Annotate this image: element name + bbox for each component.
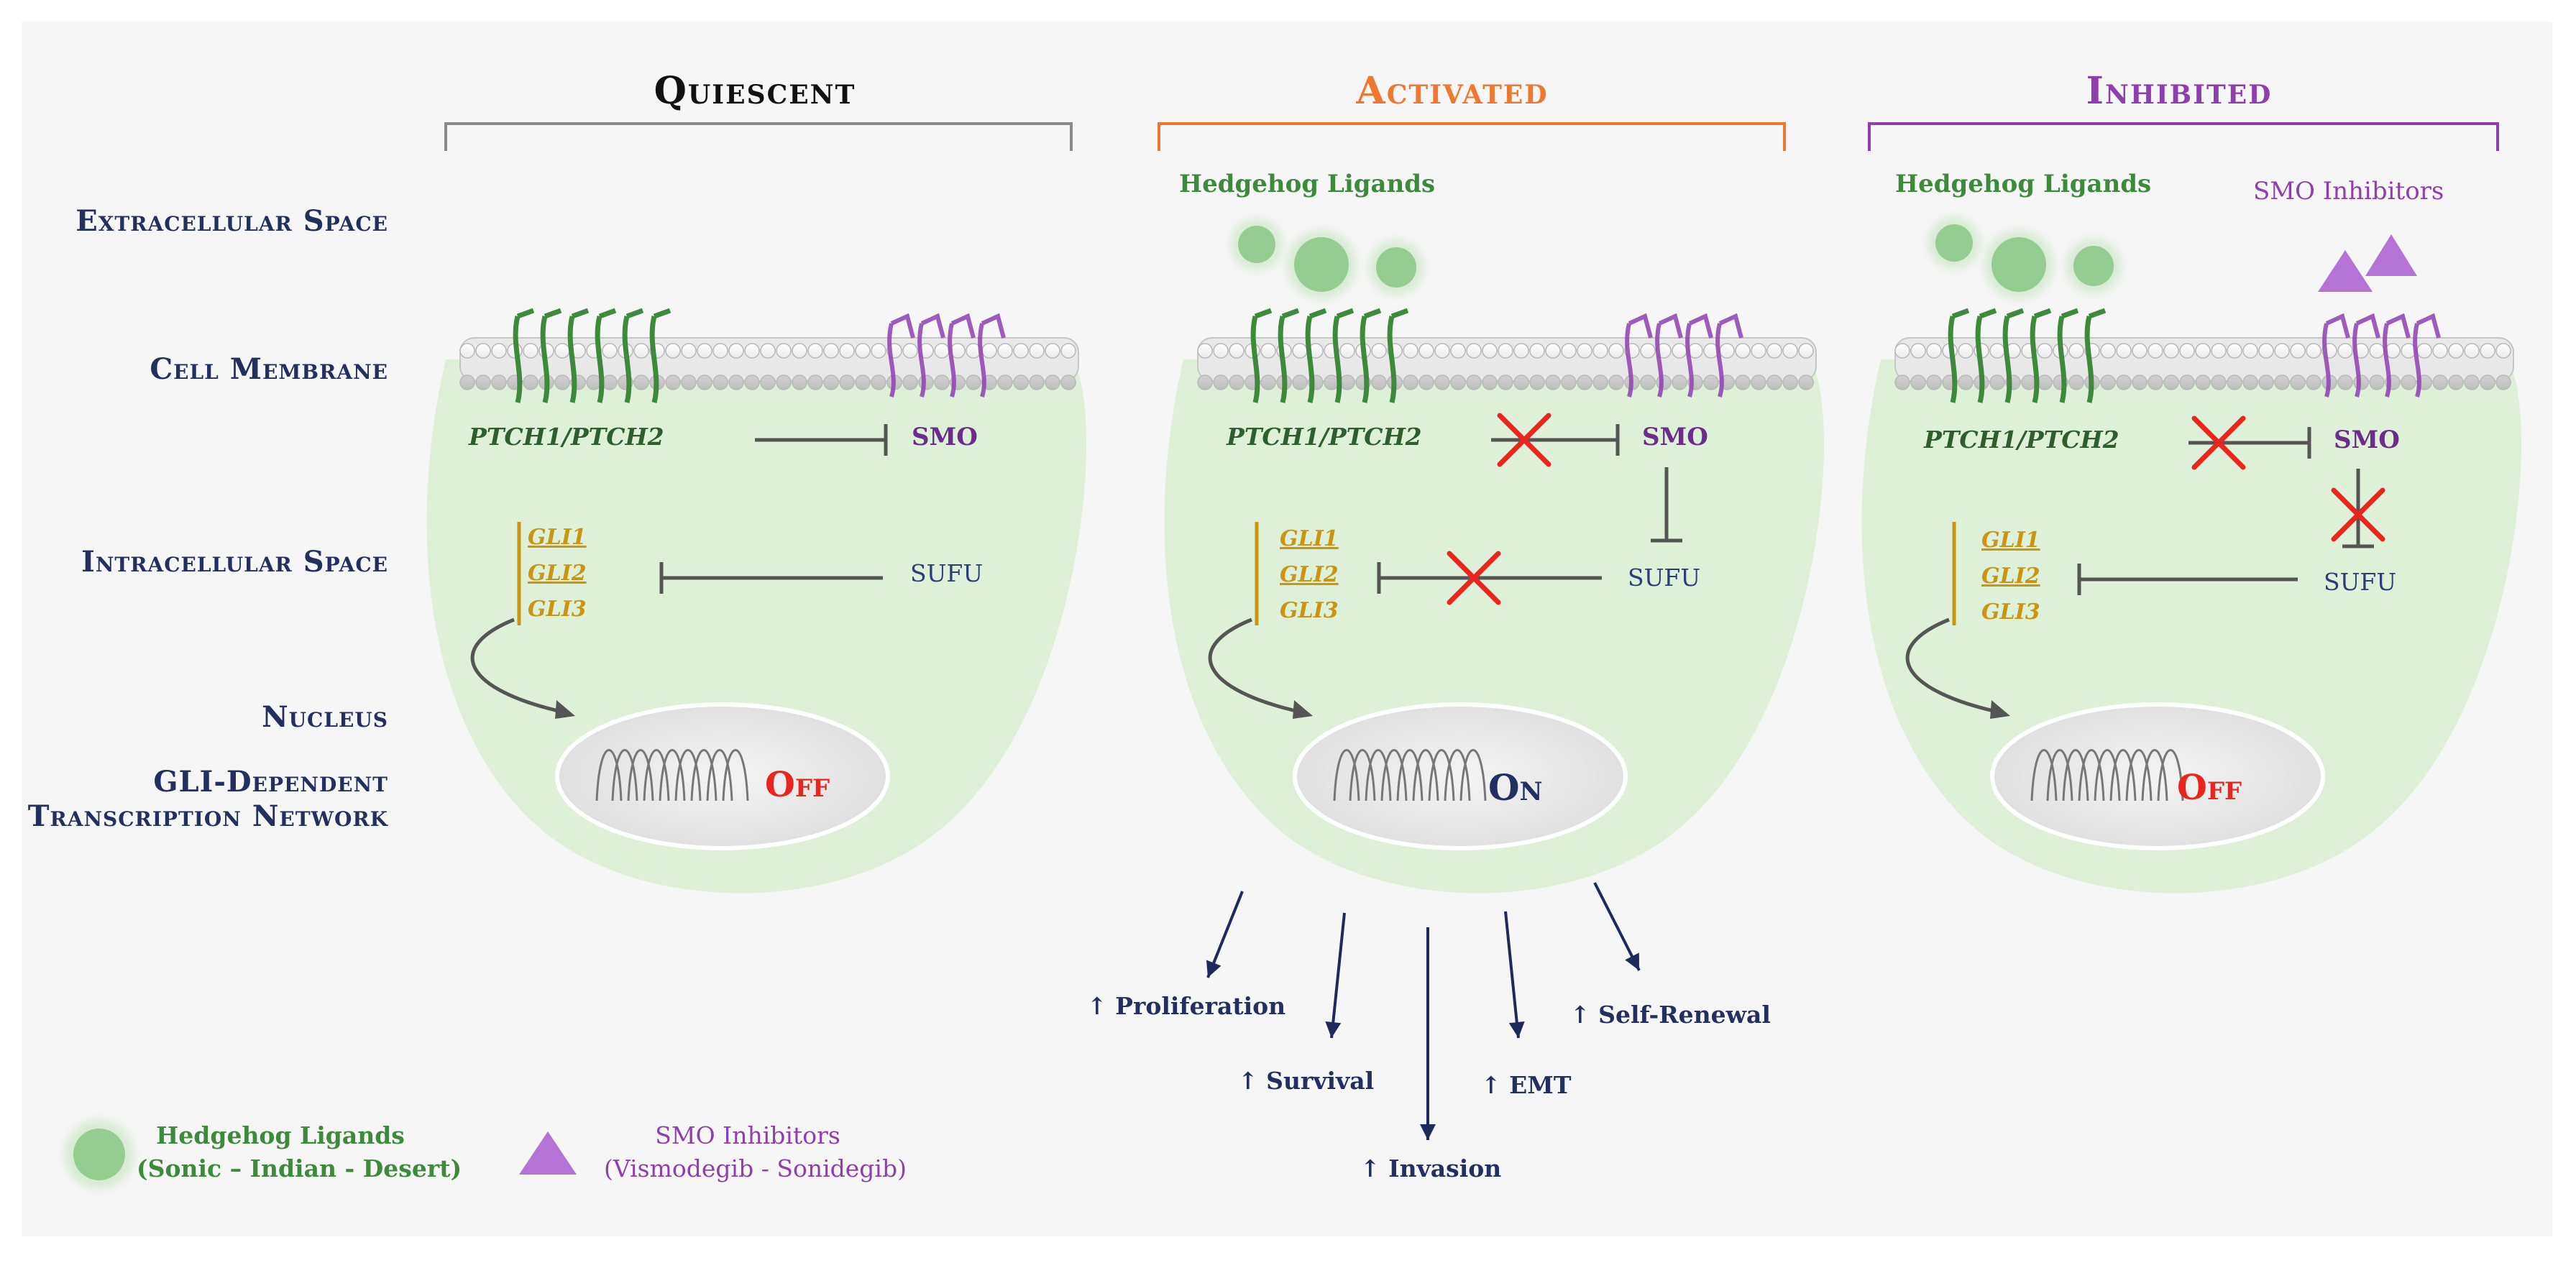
inhibited-gli1: GLI1 bbox=[1981, 528, 2040, 553]
legend-ligand-circle bbox=[73, 1129, 125, 1180]
inhibited-state-off: Off bbox=[2177, 768, 2242, 808]
inhibited-smo-inhibitors-label: SMO Inhibitors bbox=[2253, 177, 2444, 206]
outcome-self-renewal: ↑ Self-Renewal bbox=[1570, 1001, 1771, 1029]
quiescent-gli-to-nucleus-arrowhead bbox=[555, 700, 575, 719]
quiescent-bracket bbox=[444, 122, 1073, 151]
activated-smo-label: SMO bbox=[1642, 423, 1708, 451]
inhibited-ligand-0 bbox=[1935, 224, 1973, 262]
outcome-emt: ↑ EMT bbox=[1481, 1071, 1572, 1099]
quiescent-gli1: GLI1 bbox=[528, 525, 587, 550]
label-cell-membrane: Cell Membrane bbox=[150, 352, 388, 386]
inhibited-smo-label: SMO bbox=[2334, 426, 2400, 454]
label-intracellular-space: Intracellular Space bbox=[81, 545, 388, 579]
quiescent-ptch-label: PTCH1/PTCH2 bbox=[469, 423, 664, 451]
quiescent-gli-to-nucleus-arrow bbox=[470, 617, 569, 715]
activated-sufu-label: SUFU bbox=[1628, 564, 1701, 592]
activated-ptch-receptor bbox=[1250, 308, 1409, 403]
legend-inhibitor-triangle bbox=[519, 1131, 577, 1175]
activated-ligand-2 bbox=[1376, 247, 1416, 288]
activated-bracket bbox=[1158, 122, 1786, 151]
quiescent-nucleus bbox=[555, 702, 890, 850]
outcome-arrowhead-invasion bbox=[1420, 1124, 1436, 1140]
label-gli-network-line2: Transcription Network bbox=[27, 799, 388, 833]
inhibited-sufu-label: SUFU bbox=[2324, 568, 2397, 596]
activated-ptch-label: PTCH1/PTCH2 bbox=[1227, 423, 1422, 451]
outcome-proliferation: ↑ Proliferation bbox=[1087, 992, 1286, 1020]
activated-nucleus bbox=[1293, 702, 1628, 850]
label-gli-network-line1: GLI-Dependent bbox=[153, 765, 388, 799]
outcome-arrowhead-proliferation bbox=[1206, 960, 1221, 978]
activated-gli-to-nucleus-arrowhead bbox=[1293, 700, 1313, 719]
quiescent-ptch-receptor bbox=[513, 308, 671, 403]
inhibited-nucleus bbox=[1990, 702, 2325, 850]
label-nucleus: Nucleus bbox=[262, 700, 388, 734]
inhibited-gli2: GLI2 bbox=[1981, 564, 2040, 589]
activated-gli1: GLI1 bbox=[1280, 526, 1339, 551]
outcome-invasion: ↑ Invasion bbox=[1360, 1154, 1502, 1182]
legend-ligands-title: Hedgehog Ligands bbox=[156, 1121, 405, 1149]
inhibited-smo-receptor bbox=[2322, 313, 2441, 398]
legend-inhibitors-title: SMO Inhibitors bbox=[655, 1121, 840, 1149]
header-inhibited: Inhibited bbox=[2086, 69, 2273, 113]
outcome-arrowhead-emt bbox=[1508, 1021, 1525, 1038]
inhibited-gli-to-nucleus-arrowhead bbox=[1990, 700, 2010, 719]
quiescent-gli2: GLI2 bbox=[528, 561, 587, 586]
header-activated: Activated bbox=[1356, 69, 1549, 113]
inhibited-smo-block-x bbox=[2331, 487, 2385, 542]
label-extracellular-space: Extracellular Space bbox=[75, 204, 388, 238]
outcome-arrow-survival bbox=[1330, 912, 1346, 1039]
activated-state-on: On bbox=[1488, 766, 1543, 809]
activated-dna-helix bbox=[1333, 749, 1487, 801]
outcome-arrow-self-renewal bbox=[1593, 882, 1641, 971]
outcome-survival: ↑ Survival bbox=[1238, 1067, 1375, 1095]
inhibited-smo-inhibitor-1 bbox=[2365, 234, 2417, 276]
activated-ligand-0 bbox=[1238, 226, 1275, 263]
inhibited-ligand-1 bbox=[1991, 237, 2046, 292]
inhibited-ligands-label: Hedgehog Ligands bbox=[1895, 170, 2152, 198]
quiescent-state-off: Off bbox=[765, 765, 830, 805]
inhibited-dna-helix bbox=[2030, 749, 2184, 801]
inhibited-ptch-receptor bbox=[1948, 308, 2107, 403]
inhibited-smo-inhibitor-0 bbox=[2318, 250, 2373, 292]
inhibited-bracket bbox=[1868, 122, 2499, 151]
activated-gli-to-nucleus-arrow bbox=[1208, 617, 1306, 715]
outcome-arrow-emt bbox=[1504, 911, 1520, 1039]
outcome-arrowhead-survival bbox=[1325, 1021, 1342, 1038]
outcome-arrowhead-self-renewal bbox=[1625, 952, 1639, 970]
activated-ptch-block-x bbox=[1497, 413, 1551, 467]
inhibited-gli3: GLI3 bbox=[1981, 599, 2040, 625]
quiescent-dna-helix bbox=[595, 749, 749, 801]
inhibited-gli-to-nucleus-arrow bbox=[1905, 617, 2004, 715]
inhibited-ptch-label: PTCH1/PTCH2 bbox=[1924, 426, 2119, 454]
activated-ligands-label: Hedgehog Ligands bbox=[1179, 170, 1436, 198]
activated-ligand-1 bbox=[1294, 237, 1349, 292]
quiescent-smo-label: SMO bbox=[912, 423, 978, 451]
quiescent-smo-receptor bbox=[887, 313, 1006, 398]
activated-gli3: GLI3 bbox=[1280, 598, 1339, 623]
header-quiescent: Quiescent bbox=[654, 69, 856, 113]
activated-sufu-block-x bbox=[1447, 551, 1501, 605]
activated-gli2: GLI2 bbox=[1280, 562, 1339, 587]
legend-ligands-sub: (Sonic – Indian - Desert) bbox=[137, 1154, 462, 1182]
quiescent-gli3: GLI3 bbox=[528, 597, 587, 622]
inhibited-ligand-2 bbox=[2073, 246, 2114, 286]
inhibited-ptch-block-x bbox=[2191, 415, 2246, 470]
quiescent-sufu-label: SUFU bbox=[910, 559, 984, 587]
activated-smo-receptor bbox=[1625, 313, 1743, 398]
legend-inhibitors-sub: (Vismodegib - Sonidegib) bbox=[604, 1154, 907, 1182]
